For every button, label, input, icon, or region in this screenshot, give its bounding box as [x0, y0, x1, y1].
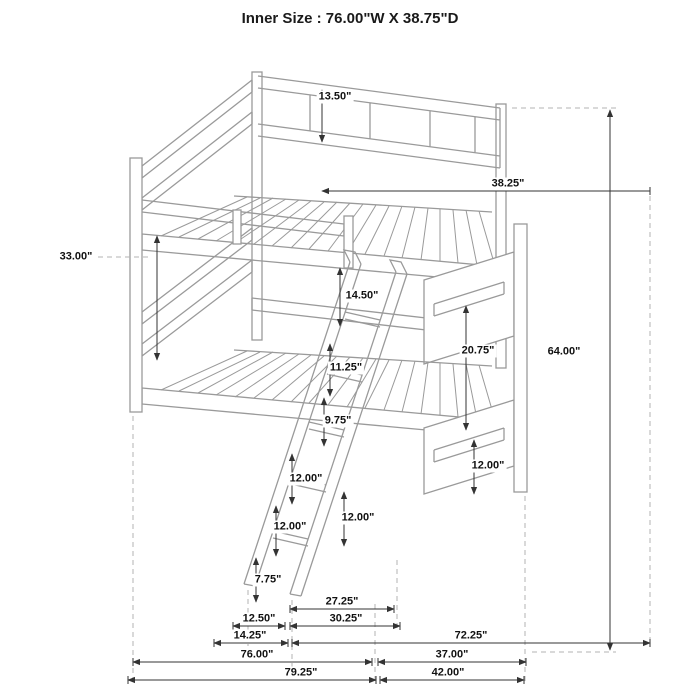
dim-label-72-25: 72.25": [452, 629, 490, 643]
foot-upper-panel-slot: [433, 281, 505, 317]
dim-label-9-75: 9.75": [322, 414, 354, 428]
bed-frame: [129, 71, 528, 597]
dim-label-33-00: 33.00": [57, 250, 95, 264]
dim-label-11-25: 11.25": [327, 361, 365, 375]
head-upper-panel: [141, 79, 253, 211]
ladder-hooks: [342, 249, 408, 275]
dim-label-30-25: 30.25": [327, 612, 365, 626]
back-right-post: [495, 103, 507, 369]
dimension-end-ticks: [127, 187, 651, 684]
dim-label-42-00: 42.00": [429, 666, 467, 680]
dim-label-76-00: 76.00": [238, 648, 276, 662]
front-left-post: [129, 157, 143, 413]
ladder-rails: [243, 261, 408, 597]
dim-label-27-25: 27.25": [323, 595, 361, 609]
diagram-title: Inner Size : 76.00"W X 38.75"D: [241, 10, 459, 27]
dimension-lines: [127, 89, 651, 684]
lower-back-rail: [251, 297, 497, 339]
extension-lines: [98, 107, 651, 681]
back-left-post: [251, 71, 263, 341]
front-right-post: [513, 223, 528, 493]
upper-deck-slats: [160, 196, 496, 267]
dim-label-12-00-a: 12.00": [287, 472, 325, 486]
dim-label-12-00-c: 12.00": [339, 511, 377, 525]
dim-label-38-25: 38.25": [489, 177, 527, 191]
top-back-guard-rail: [257, 75, 501, 169]
dim-label-12-00-b: 12.00": [271, 520, 309, 534]
dim-label-37-00: 37.00": [433, 648, 471, 662]
dim-label-79-25: 79.25": [282, 666, 320, 680]
guard-mid-support: [232, 209, 242, 245]
foot-lower-panel: [423, 399, 515, 495]
dim-label-64-00: 64.00": [545, 345, 583, 359]
dim-label-12-00-d: 12.00": [469, 459, 507, 473]
dim-label-13-50: 13.50": [316, 90, 354, 104]
dim-label-20-75: 20.75": [459, 344, 497, 358]
dim-label-12-50: 12.50": [240, 612, 278, 626]
foot-lower-panel-slot: [433, 427, 505, 463]
dim-label-14-50: 14.50": [343, 289, 381, 303]
dim-label-14-25: 14.25": [231, 629, 269, 643]
head-mid-panel: [141, 227, 253, 357]
dim-label-7-75: 7.75": [252, 573, 284, 587]
